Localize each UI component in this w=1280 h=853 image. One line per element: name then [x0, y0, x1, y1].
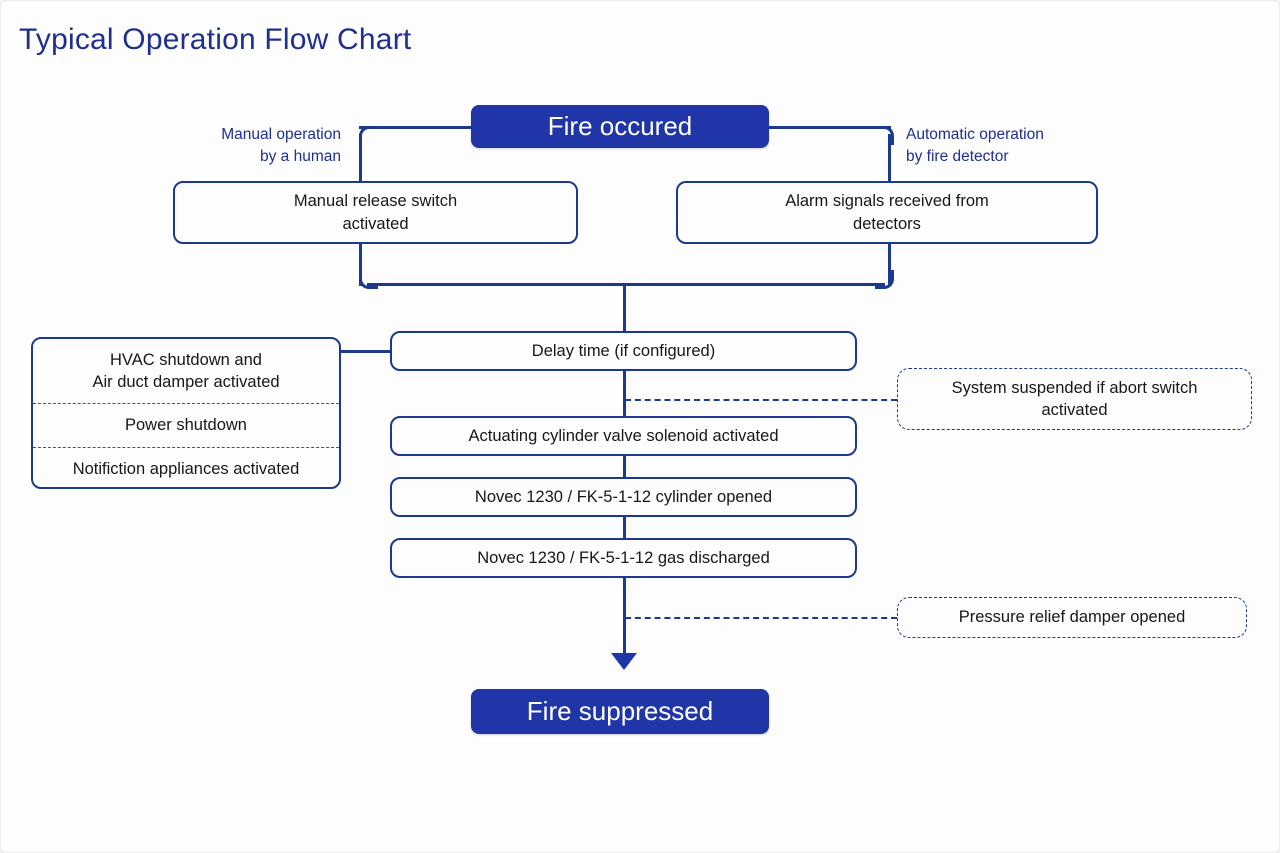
node-gas-discharged-label: Novec 1230 / FK-5-1-12 gas discharged	[477, 548, 770, 567]
connector-cylinder-to-discharge	[623, 516, 626, 540]
connector-manual-merge-elbow	[359, 270, 378, 289]
node-abort-switch[interactable]: System suspended if abort switch activat…	[897, 368, 1252, 430]
node-manual-release-switch[interactable]: Manual release switch activated	[173, 181, 578, 244]
page-title: Typical Operation Flow Chart	[19, 23, 412, 56]
node-pressure-relief-damper-label: Pressure relief damper opened	[958, 608, 1186, 627]
arrow-head-icon	[611, 653, 637, 670]
auxiliary-row-hvac-label: HVAC shutdown and Air duct damper activa…	[92, 350, 280, 391]
node-fire-suppressed[interactable]: Fire suppressed	[471, 689, 769, 734]
node-cylinder-opened-label: Novec 1230 / FK-5-1-12 cylinder opened	[474, 487, 773, 506]
node-fire-occured-label: Fire occured	[547, 110, 693, 141]
node-manual-release-switch-label: Manual release switch activated	[293, 192, 458, 233]
node-fire-suppressed-label: Fire suppressed	[526, 695, 714, 726]
connector-start-to-auto-horizontal	[761, 126, 891, 129]
node-solenoid-activated[interactable]: Actuating cylinder valve solenoid activa…	[390, 416, 857, 456]
connector-start-to-auto-vertical	[888, 134, 891, 184]
connector-abort-dashed	[625, 399, 897, 401]
node-solenoid-activated-label: Actuating cylinder valve solenoid activa…	[468, 426, 779, 445]
connector-start-to-manual-horizontal	[359, 126, 479, 129]
connector-start-to-manual-vertical	[359, 134, 362, 184]
connector-solenoid-to-cylinder	[623, 454, 626, 478]
label-manual-operation: Manual operation by a human	[221, 126, 341, 165]
auxiliary-row-notification-label: Notifiction appliances activated	[72, 460, 300, 479]
auxiliary-row-power[interactable]: Power shutdown	[33, 403, 339, 447]
node-abort-switch-label: System suspended if abort switch activat…	[951, 378, 1198, 419]
node-delay-time[interactable]: Delay time (if configured)	[390, 331, 857, 371]
connector-trunk-to-delay	[623, 283, 626, 331]
label-automatic-operation: Automatic operation by fire detector	[906, 126, 1044, 165]
connector-discharge-to-end	[623, 577, 626, 655]
auxiliary-row-notification[interactable]: Notifiction appliances activated	[33, 447, 339, 491]
connector-pressure-relief-dashed	[625, 617, 897, 619]
connector-manual-down	[359, 242, 362, 286]
connector-auxiliary-to-delay	[340, 350, 394, 353]
node-pressure-relief-damper[interactable]: Pressure relief damper opened	[897, 597, 1247, 638]
auxiliary-row-hvac[interactable]: HVAC shutdown and Air duct damper activa…	[33, 339, 339, 403]
node-alarm-signals-label: Alarm signals received from detectors	[785, 192, 989, 233]
connector-auto-merge-elbow	[875, 270, 894, 289]
auxiliary-row-power-label: Power shutdown	[125, 416, 247, 435]
node-delay-time-label: Delay time (if configured)	[531, 341, 716, 360]
node-gas-discharged[interactable]: Novec 1230 / FK-5-1-12 gas discharged	[390, 538, 857, 578]
node-fire-occured[interactable]: Fire occured	[471, 105, 769, 148]
connector-auto-down	[888, 242, 891, 286]
node-alarm-signals[interactable]: Alarm signals received from detectors	[676, 181, 1098, 244]
node-cylinder-opened[interactable]: Novec 1230 / FK-5-1-12 cylinder opened	[390, 477, 857, 517]
connector-merge-rail-left	[367, 283, 627, 286]
connector-start-to-auto-elbow	[875, 126, 894, 145]
connector-delay-to-solenoid	[623, 371, 626, 417]
connector-merge-rail-right	[623, 283, 885, 286]
node-auxiliary-actions[interactable]: HVAC shutdown and Air duct damper activa…	[31, 337, 341, 489]
